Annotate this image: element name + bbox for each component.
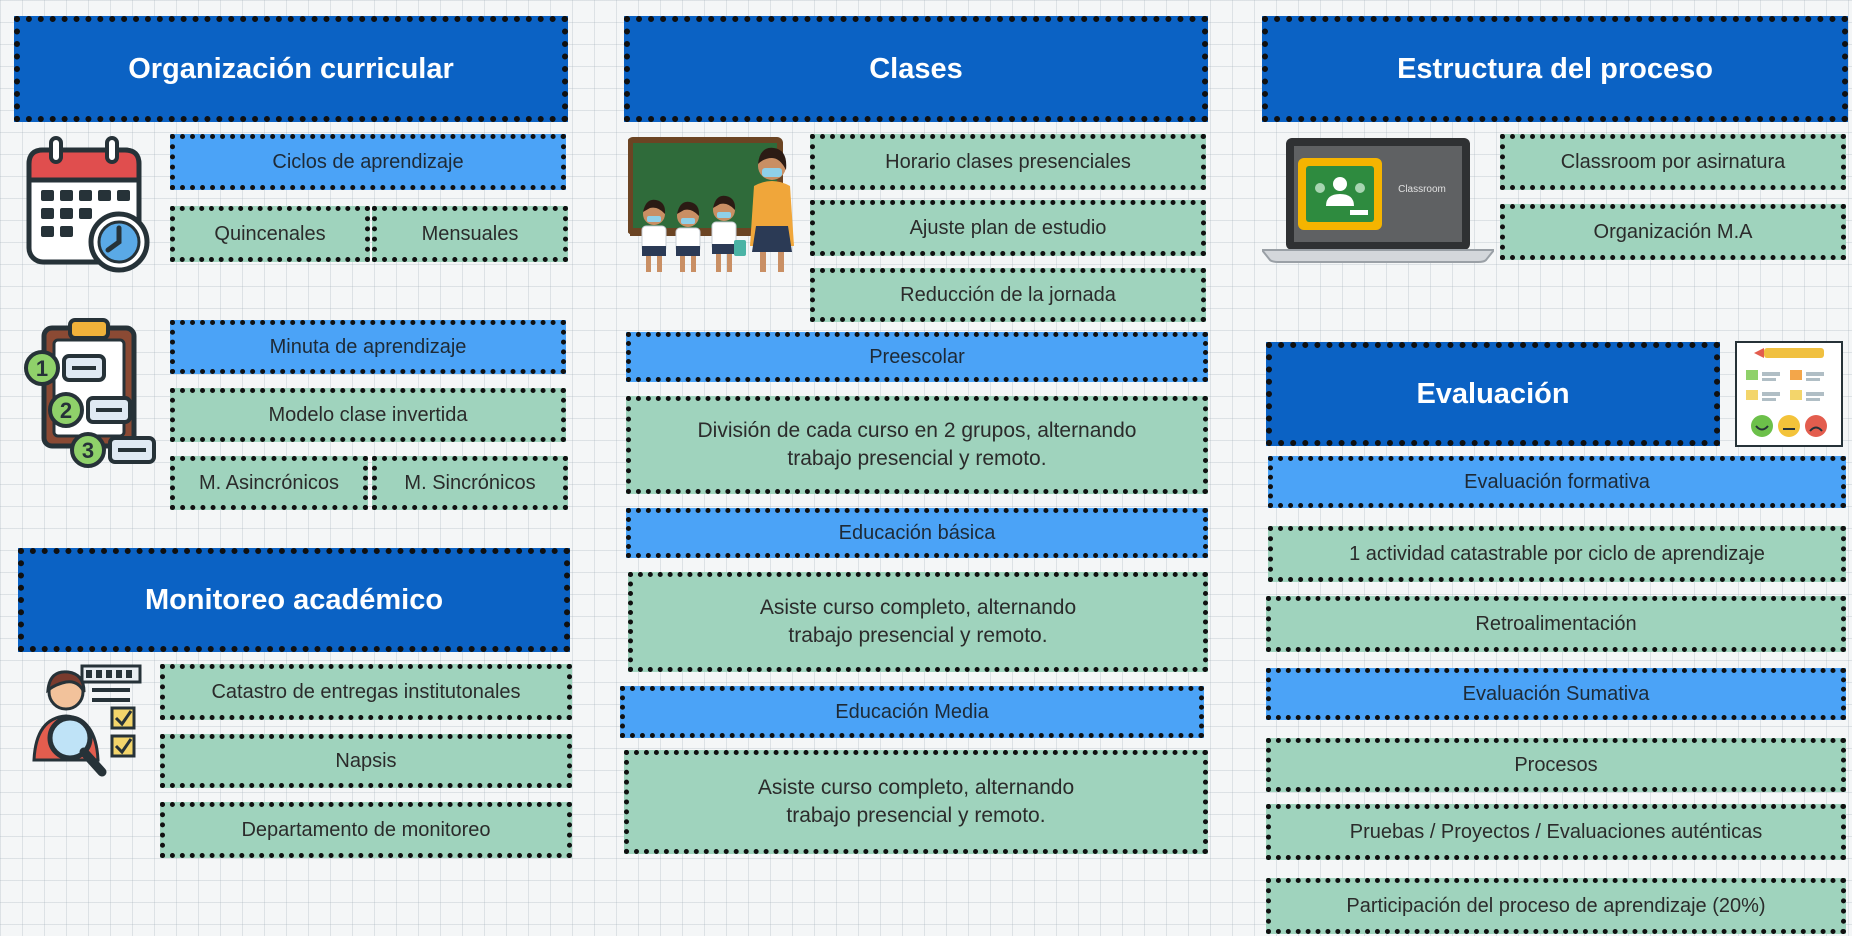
analyst-magnifier-icon [32,664,142,777]
ciclos-aprendizaje: Ciclos de aprendizaje [170,134,566,190]
educacion-basica-desc: Asiste curso completo, alternando trabaj… [628,572,1208,672]
monitoreo-title: Monitoreo académico [18,548,570,652]
minuta-aprendizaje: Minuta de aprendizaje [170,320,566,374]
mensuales: Mensuales [372,206,568,262]
horario-clases: Horario clases presenciales [810,134,1206,190]
preescolar-header: Preescolar [626,332,1208,382]
evaluacion-formativa-header: Evaluación formativa [1268,456,1846,508]
svg-text:1: 1 [36,356,48,381]
educacion-basica-header: Educación básica [626,508,1208,558]
preescolar-desc: División de cada curso en 2 grupos, alte… [626,396,1208,494]
pruebas-proyectos: Pruebas / Proyectos / Evaluaciones autén… [1266,804,1846,860]
participacion-proceso: Participación del proceso de aprendizaje… [1266,878,1846,934]
organizacion-title: Organización curricular [14,16,568,122]
catastro-entregas: Catastro de entregas institutonales [160,664,572,720]
m-sincronicos: M. Sincrónicos [372,456,568,510]
procesos: Procesos [1266,738,1846,792]
teacher-students-icon [628,137,794,272]
evaluacion-sumativa-header: Evaluación Sumativa [1266,668,1846,720]
actividad-catastrable: 1 actividad catastrable por ciclo de apr… [1268,526,1846,582]
classroom-screen-text: Classroom [1398,184,1446,195]
reduccion-jornada: Reducción de la jornada [810,268,1206,322]
classroom-laptop-icon: Classroom [1262,138,1494,263]
napsis: Napsis [160,734,572,788]
m-asincronicos: M. Asincrónicos [170,456,368,510]
educacion-media-header: Educación Media [620,686,1204,738]
svg-text:2: 2 [60,398,72,423]
clases-title: Clases [624,16,1208,122]
educacion-media-desc: Asiste curso completo, alternando trabaj… [624,750,1208,854]
evaluation-sheet-icon [1735,341,1843,447]
evaluacion-title: Evaluación [1266,342,1720,446]
checklist-clipboard-icon: 1 2 3 [24,318,156,468]
svg-text:3: 3 [82,438,94,463]
estructura-title: Estructura del proceso [1262,16,1848,122]
retroalimentacion: Retroalimentación [1266,596,1846,652]
quincenales: Quincenales [170,206,370,262]
classroom-asignatura: Classroom por asirnatura [1500,134,1846,190]
modelo-clase-invertida: Modelo clase invertida [170,388,566,442]
ajuste-plan: Ajuste plan de estudio [810,200,1206,256]
organizacion-ma: Organización M.A [1500,204,1846,260]
departamento-monitoreo: Departamento de monitoreo [160,802,572,858]
calendar-clock-icon [26,136,150,273]
